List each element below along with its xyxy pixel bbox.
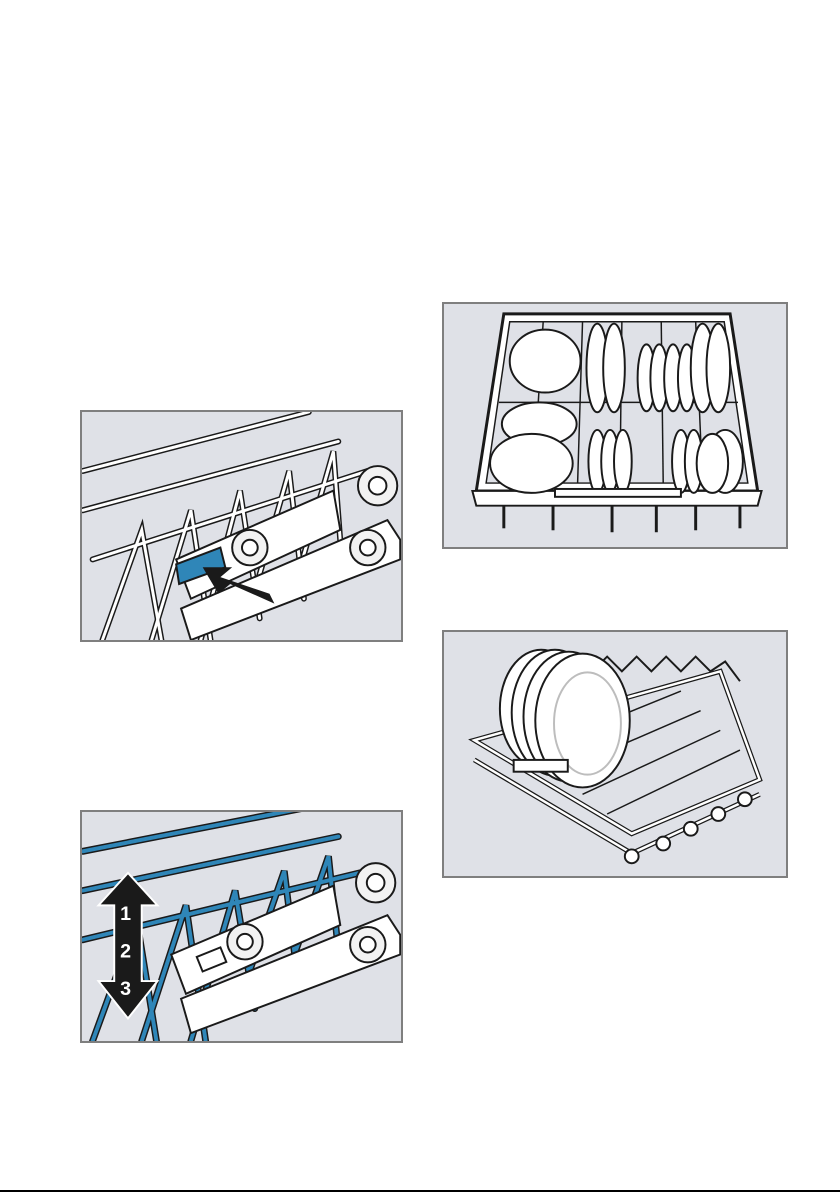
wheel-icon [350, 530, 385, 565]
figure-height-adjustment: 1 2 3 [80, 810, 403, 1043]
wheel-icon [232, 530, 267, 565]
bowl [510, 330, 581, 393]
wheel-icon [350, 927, 385, 962]
bowl [490, 434, 573, 493]
figure-basket-large-plates [442, 630, 788, 878]
position-label-1: 1 [120, 903, 131, 925]
wheel-icon [227, 924, 262, 959]
figure-press-release-lever [80, 410, 403, 642]
position-label-2: 2 [120, 940, 131, 962]
loaded-basket-illustration [444, 304, 786, 547]
rack-height-illustration: 1 2 3 [82, 812, 401, 1041]
wheel-icon [356, 863, 395, 902]
rack-lever-illustration [82, 412, 401, 640]
large-plates-basket-illustration [444, 632, 786, 876]
position-label-3: 3 [120, 978, 131, 1000]
figure-loaded-basket-top-view [442, 302, 788, 549]
cutlery-tray [555, 489, 681, 497]
wheel-icon [358, 466, 397, 505]
